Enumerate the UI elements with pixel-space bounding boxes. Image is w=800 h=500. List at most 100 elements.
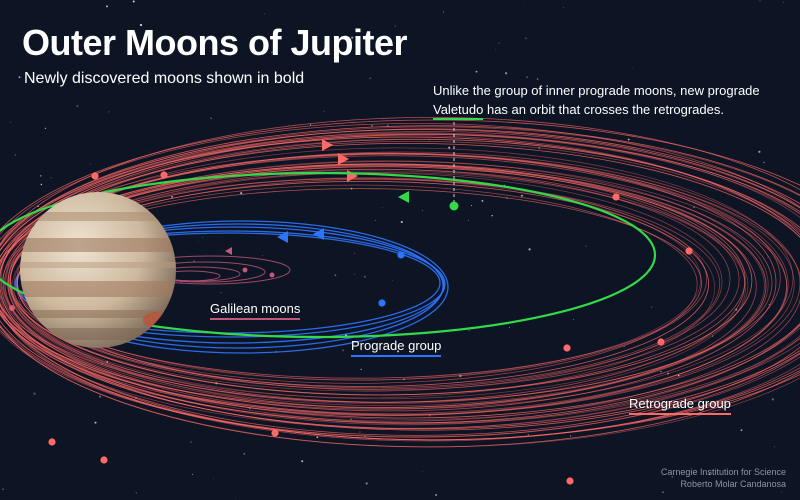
retrograde-orbit: [0, 155, 787, 417]
star: [171, 195, 174, 198]
star: [271, 51, 273, 54]
retrograde-moon: [612, 193, 620, 201]
star: [350, 418, 352, 420]
prograde-orbit: [14, 230, 446, 338]
star: [220, 292, 222, 294]
galilean-moon: [242, 267, 248, 273]
star: [210, 117, 213, 120]
star: [243, 452, 246, 455]
star: [585, 245, 587, 247]
star: [660, 370, 662, 373]
star: [317, 141, 319, 143]
star: [481, 199, 484, 202]
star: [495, 49, 497, 51]
prograde-moon: [397, 251, 405, 259]
star: [435, 494, 437, 496]
retrograde-orbit: [0, 163, 767, 408]
credit: Carnegie Institution for Science Roberto…: [661, 466, 786, 490]
star: [422, 471, 423, 472]
prograde-direction-arrow: [277, 231, 288, 243]
star: [249, 407, 251, 410]
retrograde-orbit: [0, 132, 800, 425]
jupiter-planet: [20, 192, 176, 348]
star: [191, 473, 193, 475]
star: [781, 491, 783, 493]
star: [573, 319, 575, 321]
star: [627, 138, 630, 141]
retrograde-orbit: [16, 180, 710, 387]
retrograde-moon: [91, 172, 99, 180]
retrograde-orbit: [0, 134, 800, 431]
star: [693, 206, 695, 208]
star: [134, 18, 136, 20]
star: [202, 236, 204, 238]
star: [387, 124, 389, 126]
star: [301, 460, 304, 463]
star: [569, 435, 572, 437]
retrograde-direction-arrow: [322, 139, 333, 151]
star: [40, 183, 43, 186]
star: [363, 275, 367, 278]
galilean-direction-arrow: [225, 247, 232, 255]
star: [369, 77, 371, 80]
retrograde-direction-arrow: [338, 153, 349, 165]
valetudo-moon: [449, 201, 459, 211]
retrograde-orbit: [13, 172, 749, 400]
star: [374, 219, 377, 222]
retrograde-orbits: [0, 117, 800, 485]
retrograde-orbit: [0, 143, 800, 419]
prograde-direction-arrow: [313, 228, 324, 240]
retrograde-orbit: [0, 153, 800, 422]
credit-line-2: Roberto Molar Candanosa: [680, 479, 786, 489]
star: [370, 124, 373, 127]
star: [382, 206, 383, 208]
star: [264, 13, 265, 15]
star: [491, 214, 493, 217]
star: [360, 368, 362, 370]
star: [536, 78, 539, 80]
star: [342, 349, 345, 352]
galilean-moon: [269, 272, 275, 278]
retrograde-orbit: [0, 152, 795, 416]
star: [470, 204, 473, 206]
retrograde-orbit: [0, 131, 800, 442]
star: [782, 2, 784, 3]
star: [759, 0, 761, 2]
annotation-line-2-text: has an orbit that crosses the retrograde…: [483, 102, 724, 117]
star: [641, 205, 643, 207]
star: [773, 446, 776, 448]
valetudo-orbit: [0, 122, 656, 339]
retrograde-direction-arrow: [347, 170, 358, 182]
annotation-line-2: Valetudo has an orbit that crosses the r…: [433, 100, 763, 120]
star: [523, 3, 524, 5]
star: [359, 431, 361, 433]
retrograde-orbit: [6, 147, 794, 410]
star: [525, 37, 527, 40]
star: [443, 11, 445, 13]
star: [14, 154, 17, 156]
star: [33, 392, 36, 395]
star: [740, 429, 743, 432]
star: [213, 477, 214, 479]
prograde-moon: [378, 299, 386, 307]
star: [400, 220, 403, 224]
retrograde-orbit: [0, 161, 788, 414]
star: [235, 498, 236, 500]
star: [316, 436, 319, 439]
star: [397, 350, 400, 353]
retrograde-orbit: [0, 133, 800, 438]
star: [139, 23, 143, 27]
retrograde-orbit: [0, 140, 800, 429]
star: [528, 248, 531, 251]
star: [10, 122, 12, 124]
retrograde-moon: [563, 344, 571, 352]
retrograde-orbit: [0, 139, 800, 436]
valetudo-highlight: Valetudo: [433, 102, 484, 120]
prograde-orbits: [14, 220, 449, 354]
star: [108, 111, 110, 113]
star: [520, 194, 523, 197]
prograde-group-label: Prograde group: [351, 338, 442, 357]
star: [667, 372, 670, 375]
